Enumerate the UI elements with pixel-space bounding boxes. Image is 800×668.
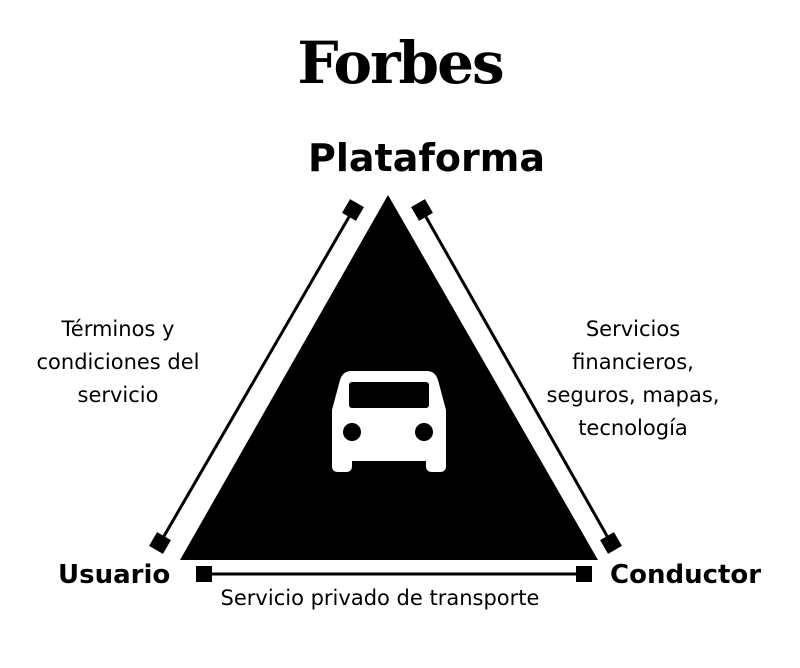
connector-bottom-end-right (576, 566, 592, 582)
edge-right-line: Servicios (585, 317, 681, 341)
connector-bottom-end-left (196, 566, 212, 582)
edge-label-right: Servicios financieros, seguros, mapas, t… (538, 313, 728, 445)
edge-right-line: seguros, mapas, (546, 383, 720, 407)
node-usuario: Usuario (58, 560, 171, 590)
edge-left-line: Términos y (61, 317, 175, 341)
car-icon (332, 371, 446, 472)
edge-right-line: tecnología (578, 416, 688, 440)
edge-label-bottom: Servicio privado de transporte (220, 586, 540, 610)
connector-left-end-bottom (149, 532, 171, 554)
node-plataforma: Plataforma (308, 136, 545, 180)
edge-right-line: financieros, (572, 350, 694, 374)
connector-right-end-top (411, 199, 433, 221)
edge-label-left: Términos y condiciones del servicio (28, 313, 208, 412)
node-conductor: Conductor (610, 560, 762, 590)
edge-left-line: servicio (77, 383, 159, 407)
connector-left-end-top (342, 199, 364, 221)
edge-left-line: condiciones del (36, 350, 200, 374)
connector-right-end-bottom (600, 532, 622, 554)
forbes-logo: Forbes (297, 29, 504, 97)
connector-left (158, 209, 355, 544)
connector-right (420, 209, 613, 544)
